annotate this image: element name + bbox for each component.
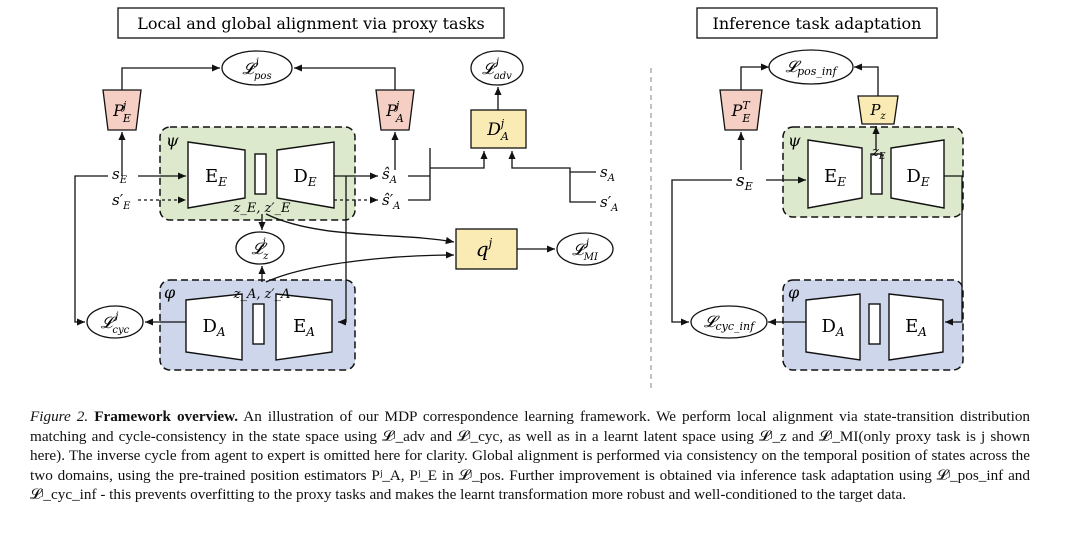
decoder-e-right (890, 139, 945, 209)
discriminator-label: DAj (486, 117, 509, 143)
encoder-e-shape (187, 141, 246, 209)
psi-symbol: ψ (166, 131, 179, 150)
framework-figure: Local and global alignment via proxy tas… (74, 7, 964, 390)
encoder-a-shape (275, 293, 333, 361)
q-label: qj (476, 236, 493, 261)
sa-label: sA (600, 163, 615, 184)
loss-z-label: 𝓛zj (252, 237, 270, 262)
phi-symbol-right: φ (788, 283, 800, 302)
decoder-a-right (805, 293, 861, 361)
left-arrows (74, 64, 596, 326)
right-arrows (671, 63, 963, 326)
figure-caption: Figure 2. Framework overview. An illustr… (30, 407, 1030, 505)
caption-label: Figure 2. (30, 408, 89, 425)
pa-estimator (375, 89, 415, 131)
pa-label: PAj (385, 99, 404, 125)
latent-bar-e-right (870, 153, 883, 195)
loss-cyc (86, 305, 144, 339)
pet-estimator (719, 89, 763, 131)
loss-adv (470, 50, 524, 86)
right-panel: Inference task adaptation ψ EE DE zE φ D… (671, 7, 964, 371)
caption-text: An illustration of our MDP correspondenc… (30, 408, 1031, 504)
se-label: sE (112, 165, 128, 186)
decoder-e-shape (276, 141, 335, 209)
pe-estimator (102, 89, 142, 131)
sa-prime-label: s′A (600, 193, 618, 214)
se-right-label: sE (736, 171, 753, 193)
encoder-e-right (807, 139, 863, 209)
left-title-box (117, 7, 505, 39)
loss-z (235, 231, 285, 265)
pz-estimator (857, 95, 899, 125)
caption-heading: Framework overview. (94, 408, 239, 425)
za-label: z_A, z′_A (233, 287, 291, 302)
latent-bar-a (252, 303, 265, 345)
psi-symbol-right: ψ (788, 131, 801, 150)
q-network (455, 228, 518, 270)
left-title: Local and global alignment via proxy tas… (137, 14, 484, 33)
latent-bar-e (254, 153, 267, 195)
pe-label: PEj (112, 99, 131, 125)
left-panel: Local and global alignment via proxy tas… (74, 7, 618, 371)
phi-symbol: φ (164, 283, 176, 302)
right-title: Inference task adaptation (713, 14, 922, 33)
sa-hat-prime-label: ŝ′A (382, 191, 400, 212)
right-title-box (696, 7, 938, 39)
discriminator (470, 109, 527, 149)
decoder-a-shape (185, 293, 243, 361)
encoder-a-right (888, 293, 944, 361)
loss-mi (556, 232, 614, 266)
loss-cyc-inf (690, 305, 768, 339)
ze-label: z_E, z′_E (233, 201, 291, 216)
se-prime-label: s′E (112, 191, 131, 212)
latent-bar-a-right (868, 303, 881, 345)
loss-pos (221, 50, 293, 86)
pet-label: PET (731, 99, 752, 125)
